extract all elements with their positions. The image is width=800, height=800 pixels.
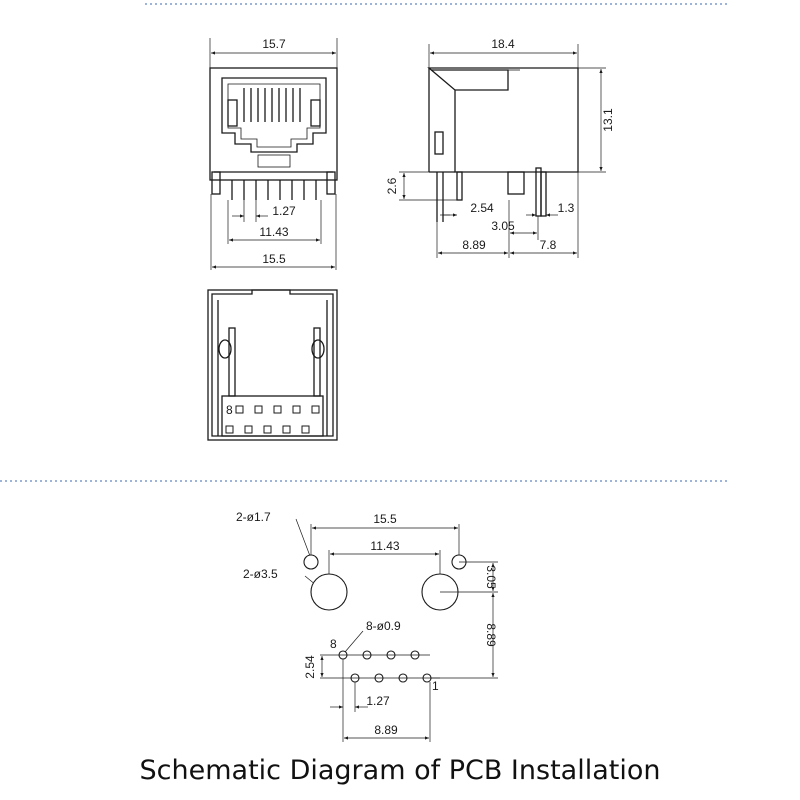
- small-holes-label: 2-ø1.7: [236, 510, 271, 524]
- front-top-width-label: 15.7: [262, 37, 286, 51]
- bottom-pin-pads: [225, 405, 320, 434]
- side-7-8-label: 7.8: [540, 238, 557, 252]
- pcb-pin-holes: [338, 650, 432, 683]
- side-2-54-label: 2.54: [470, 201, 494, 215]
- front-pin-span-label: 11.43: [259, 225, 288, 239]
- bottom-view: 8: [207, 289, 338, 441]
- side-1-3-label: 1.3: [558, 201, 575, 215]
- jack-contacts: [243, 88, 301, 122]
- caption: Schematic Diagram of PCB Installation: [140, 755, 661, 786]
- front-pin-pitch-label: 1.27: [272, 204, 296, 218]
- side-height-label: 13.1: [601, 108, 615, 132]
- mount-hole-small-left: [303, 554, 319, 570]
- bottom-pin8-label: 8: [226, 403, 233, 417]
- mount-hole-large-left: [310, 573, 348, 611]
- pin-holes-label: 8-ø0.9: [366, 619, 401, 633]
- jack-opening: [221, 77, 327, 153]
- row-offset-label: 2.54: [303, 655, 317, 679]
- side-body: [427, 67, 579, 173]
- front-bottom-width-label: 15.5: [262, 252, 286, 266]
- side-view: 18.4 13.1 2.6 2.54: [385, 37, 615, 258]
- hole-spacing-label: 15.5: [373, 512, 397, 526]
- vertical-3-05-label: 3.05: [484, 565, 498, 589]
- front-view: 15.7: [209, 37, 338, 270]
- side-latch-window: [434, 131, 444, 155]
- large-hole-spacing-label: 11.43: [370, 539, 399, 553]
- side-8-89-label: 8.89: [462, 238, 486, 252]
- bottom-peg-left: [218, 339, 232, 359]
- large-holes-label: 2-ø3.5: [243, 567, 278, 581]
- bottom-body: [207, 289, 338, 441]
- pcb-pin-pitch-label: 1.27: [366, 694, 390, 708]
- pcb-layout: 2-ø1.7 2-ø3.5 15.5 11.43 3.05 8.89 8-ø0.…: [236, 510, 498, 742]
- side-pins: [436, 167, 547, 222]
- side-length-label: 18.4: [491, 37, 515, 51]
- front-body: [209, 67, 338, 181]
- vertical-8-89-label: 8.89: [484, 623, 498, 647]
- front-pins: [211, 171, 336, 200]
- side-3-05-label: 3.05: [491, 219, 515, 233]
- bottom-peg-right: [311, 339, 325, 359]
- side-pin-length-label: 2.6: [385, 177, 399, 194]
- pcb-pin8-label: 8: [330, 637, 337, 651]
- pcb-pin1-label: 1: [432, 679, 439, 693]
- pcb-pin-span-label: 8.89: [374, 723, 398, 737]
